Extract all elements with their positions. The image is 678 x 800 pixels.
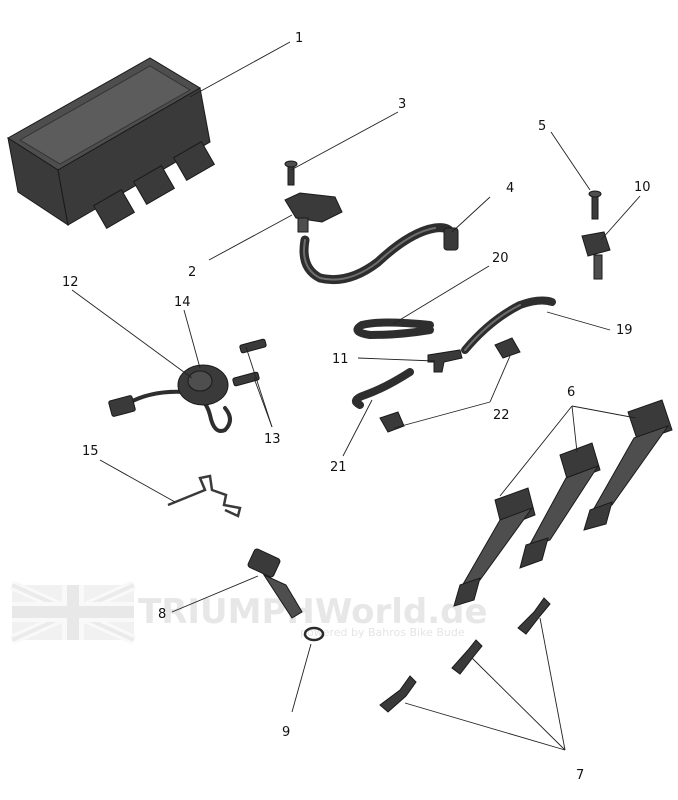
coil-2 [519,442,601,569]
callout-3: 3 [398,97,406,112]
watermark-tagline: powered by Bahros Bike Bude [300,626,465,639]
callout-4: 4 [506,181,514,196]
wire-clip [167,474,242,518]
callout-13: 13 [264,432,281,447]
callout-19: 19 [616,323,633,338]
callout-7: 7 [576,768,584,783]
pressure-sensor-harness [108,364,232,433]
spark-plugs [379,597,551,713]
ignition-coils [453,399,673,607]
map-sensor [284,160,343,233]
callout-10: 10 [634,180,651,195]
callout-9: 9 [282,725,290,740]
callout-8: 8 [158,607,166,622]
callout-6: 6 [567,385,575,400]
callout-14: 14 [174,295,191,310]
callout-5: 5 [538,119,546,134]
callout-22: 22 [493,408,510,423]
union-flag-logo [9,580,137,645]
ecm-unit [7,57,216,229]
callout-12: 12 [62,275,79,290]
callout-2: 2 [188,265,196,280]
temperature-sensor [247,548,303,619]
vacuum-hose [299,223,459,285]
leader-lines [71,41,641,751]
watermark: TRIUMPHWorld.de powered by Bahros Bike B… [9,580,488,645]
callout-labels: 1 2 3 4 5 6 7 8 9 10 11 12 13 14 15 19 2… [62,31,651,783]
watermark-brand: TRIUMPHWorld.de [138,592,488,632]
callout-11: 11 [332,352,349,367]
callout-20: 20 [492,251,509,266]
callout-21: 21 [330,460,347,475]
callout-1: 1 [295,31,303,46]
coil-1 [453,487,536,607]
bolts [232,338,267,387]
o-ring [303,626,325,642]
breather-hoses [352,296,556,433]
coil-3 [583,399,673,531]
callout-15: 15 [82,444,99,459]
